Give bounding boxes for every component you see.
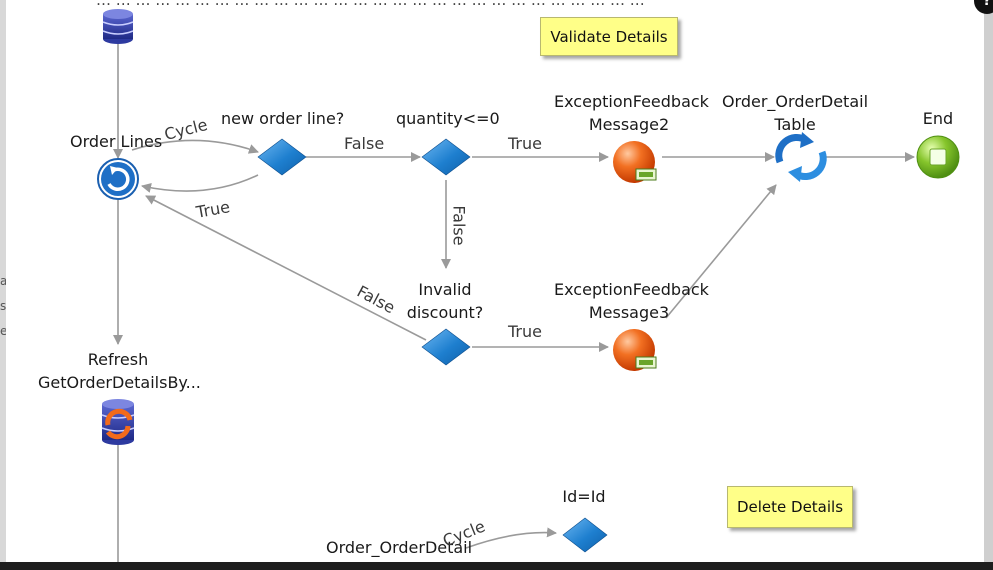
- validate-details-note[interactable]: Validate Details: [540, 17, 678, 56]
- help-icon[interactable]: ?: [974, 0, 993, 14]
- new-order-line-label: new order line?: [221, 109, 345, 128]
- database-icon: [102, 9, 134, 44]
- left-panel-edge: a s e: [0, 0, 8, 562]
- flow-canvas[interactable]: … … … … … … … … … … … … … … … … … … … … …: [6, 0, 984, 562]
- connector-exc3-table: [665, 184, 777, 319]
- refresh-icon: [775, 132, 827, 182]
- decision-diamond-icon: [421, 328, 471, 366]
- connector-false-back: [145, 195, 427, 341]
- connector-cycle: [131, 139, 259, 154]
- order-lines-label: Order Lines: [70, 132, 163, 151]
- refresh-data-icon: [101, 399, 135, 445]
- decision-diamond-icon: [257, 138, 307, 176]
- left-text-fragment: a: [0, 274, 8, 288]
- decision-diamond-icon: [562, 517, 608, 553]
- left-text-fragment: e: [0, 324, 8, 338]
- bottom-bar: [0, 562, 993, 570]
- edge-label-true: True: [508, 134, 542, 153]
- edge-label-true: True: [508, 322, 542, 341]
- connector-cycle2: [465, 527, 557, 549]
- left-text-fragment: s: [0, 299, 7, 313]
- right-scroll-edge: [984, 0, 993, 562]
- quantity-label: quantity<=0: [396, 109, 500, 128]
- connector-return: [141, 174, 259, 193]
- end-label: End: [922, 109, 954, 128]
- exception-icon: [613, 141, 657, 183]
- edge-label-false: False: [344, 134, 385, 153]
- edge-label-false: False: [449, 205, 469, 246]
- flow-diagram: [97, 9, 960, 562]
- exception-icon: [613, 329, 657, 371]
- order-orderdetail-label: Order_OrderDetail: [326, 538, 473, 557]
- top-text-fragment: … … … … … … … … … … … … … … … … … … … … …: [96, 0, 645, 9]
- loop-icon: [97, 158, 139, 200]
- decision-diamond-icon: [421, 138, 471, 176]
- end-icon: [916, 135, 960, 179]
- delete-details-note[interactable]: Delete Details: [727, 486, 853, 528]
- id-eq-label: Id=Id: [562, 487, 606, 506]
